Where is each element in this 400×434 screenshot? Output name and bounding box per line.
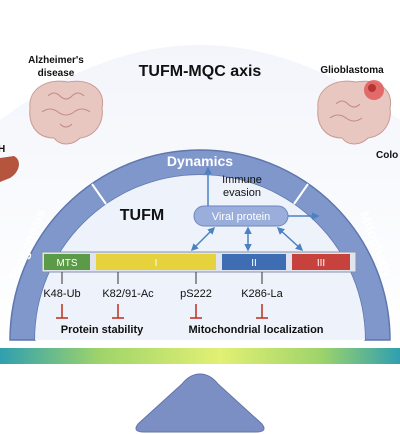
tufm-domain-bar [41,251,357,273]
modification-ticks [61,272,263,284]
scale-beam [0,348,400,364]
domain-1 [96,254,216,270]
viral-arrows [190,166,320,252]
outcome-stability: Protein stability [61,324,144,336]
domain-1-label: I [155,258,158,269]
arrow-to-domain1 [190,226,216,252]
inhibition-marks [56,304,268,319]
liver-icon [0,156,19,182]
liver-label-partial: H [0,144,5,155]
immune-label-line2: evasion [223,187,261,199]
colon-label-partial: Colo [376,150,398,161]
immune-label-line1: Immune [222,174,262,186]
scale-base [135,373,265,433]
domain-3-label: III [317,258,325,269]
viral-protein-label: Viral protein [212,211,271,223]
mod-ps222: pS222 [180,288,212,300]
arrow-to-domain3 [276,226,304,252]
glioblastoma-label: Glioblastoma [320,65,384,76]
mod-k286-la: K286-La [241,288,283,300]
domain-2-label: II [251,258,257,269]
alzheimers-label-line1: Alzheimer's [28,55,84,66]
domain-mts [44,254,90,270]
alzheimers-label-line2: disease [38,68,75,79]
tufm-label: TUFM [120,207,164,224]
domain-mts-label: MTS [56,258,77,269]
domain-2 [222,254,286,270]
mod-k82-91-ac: K82/91-Ac [102,288,154,300]
alzheimers-brain-icon [29,80,104,145]
mod-k48-ub: K48-Ub [43,288,80,300]
domain-3 [292,254,350,270]
dynamics-label: Dynamics [167,153,233,169]
glioblastoma-brain-icon [317,80,392,145]
diagram-title: TUFM-MQC axis [139,63,262,80]
outcome-localization: Mitochondrial localization [188,324,323,336]
